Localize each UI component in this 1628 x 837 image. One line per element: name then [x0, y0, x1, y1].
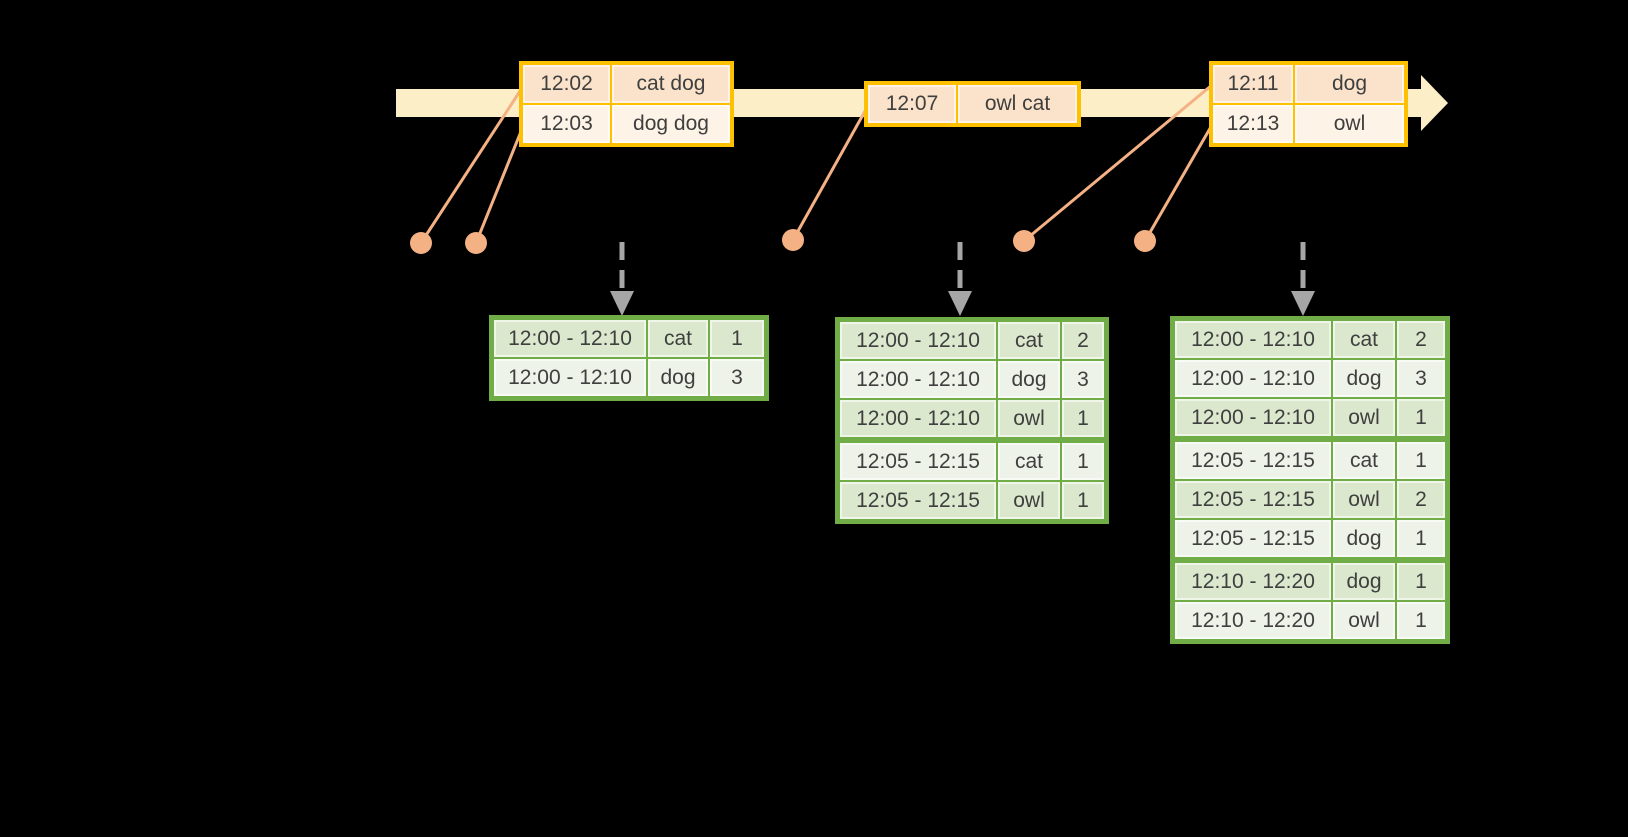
event-marker-dot-icon — [410, 232, 432, 254]
word-cell: dog — [1331, 557, 1397, 602]
event-marker-dot-icon — [782, 229, 804, 251]
event-time-cell: 12:11 — [1210, 62, 1295, 105]
window-cell: 12:05 - 12:15 — [1171, 518, 1333, 561]
count-cell: 1 — [708, 316, 768, 359]
window-cell: 12:00 - 12:10 — [1171, 397, 1333, 440]
window-cell: 12:05 - 12:15 — [836, 437, 998, 482]
count-cell: 2 — [1395, 317, 1449, 360]
event-time-cell: 12:13 — [1210, 103, 1295, 146]
count-cell: 1 — [1060, 398, 1108, 441]
window-cell: 12:00 - 12:10 — [490, 316, 648, 359]
word-cell: cat — [996, 437, 1062, 482]
event-words-cell: cat dog — [610, 62, 733, 105]
event-time-cell: 12:07 — [865, 82, 958, 126]
word-cell: owl — [996, 480, 1062, 523]
word-cell: cat — [646, 316, 710, 359]
count-cell: 1 — [1395, 436, 1449, 481]
window-cell: 12:00 - 12:10 — [490, 357, 648, 400]
window-cell: 12:10 - 12:20 — [1171, 600, 1333, 643]
trigger-arrow-head-icon — [610, 291, 634, 316]
window-cell: 12:00 - 12:10 — [836, 359, 998, 400]
word-cell: cat — [996, 318, 1062, 361]
count-cell: 1 — [1060, 437, 1108, 482]
event-marker-dot-icon — [1013, 230, 1035, 252]
event-connector-line — [1023, 83, 1213, 243]
window-cell: 12:05 - 12:15 — [836, 480, 998, 523]
count-cell: 1 — [1060, 480, 1108, 523]
count-cell: 1 — [1395, 600, 1449, 643]
count-cell: 3 — [708, 357, 768, 400]
trigger-arrow-head-icon — [1291, 291, 1315, 316]
event-connector-line — [791, 103, 871, 241]
word-cell: owl — [996, 398, 1062, 441]
event-marker-dot-icon — [1134, 230, 1156, 252]
event-words-cell: dog — [1293, 62, 1407, 105]
count-cell: 1 — [1395, 397, 1449, 440]
event-time-cell: 12:03 — [520, 103, 612, 146]
count-cell: 2 — [1395, 479, 1449, 520]
trigger-arrow-head-icon — [948, 291, 972, 316]
word-cell: dog — [1331, 358, 1397, 399]
count-cell: 3 — [1060, 359, 1108, 400]
window-cell: 12:10 - 12:20 — [1171, 557, 1333, 602]
count-cell: 1 — [1395, 518, 1449, 561]
window-cell: 12:00 - 12:10 — [1171, 358, 1333, 399]
word-cell: cat — [1331, 436, 1397, 481]
count-cell: 3 — [1395, 358, 1449, 399]
word-cell: cat — [1331, 317, 1397, 360]
window-cell: 12:05 - 12:15 — [1171, 479, 1333, 520]
window-cell: 12:05 - 12:15 — [1171, 436, 1333, 481]
word-cell: owl — [1331, 479, 1397, 520]
word-cell: dog — [1331, 518, 1397, 561]
word-cell: dog — [646, 357, 710, 400]
event-words-cell: dog dog — [610, 103, 733, 146]
word-cell: owl — [1331, 600, 1397, 643]
event-connector-line — [1143, 124, 1214, 242]
event-marker-dot-icon — [465, 232, 487, 254]
event-time-cell: 12:02 — [520, 62, 612, 105]
window-cell: 12:00 - 12:10 — [836, 398, 998, 441]
window-cell: 12:00 - 12:10 — [1171, 317, 1333, 360]
event-words-cell: owl — [1293, 103, 1407, 146]
window-cell: 12:00 - 12:10 — [836, 318, 998, 361]
count-cell: 1 — [1395, 557, 1449, 602]
event-connector-line — [419, 84, 526, 244]
event-connector-line — [474, 123, 526, 244]
timeline-arrowhead-icon — [1421, 75, 1448, 131]
word-cell: dog — [996, 359, 1062, 400]
count-cell: 2 — [1060, 318, 1108, 361]
event-words-cell: owl cat — [956, 82, 1080, 126]
word-cell: owl — [1331, 397, 1397, 440]
